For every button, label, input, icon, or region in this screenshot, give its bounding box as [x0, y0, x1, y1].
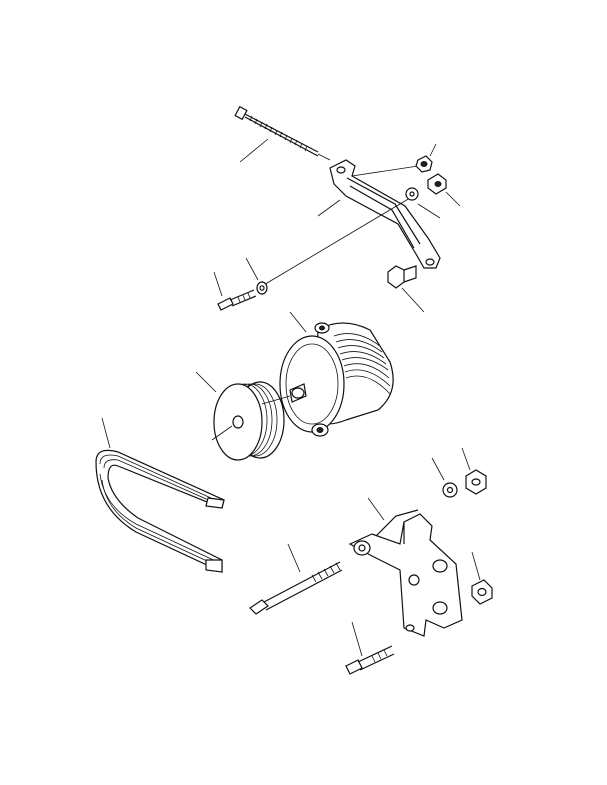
leader-lower-nut: [461, 447, 471, 471]
leader-mounting-bracket: [367, 497, 385, 521]
hex-cap-screw-right: [387, 265, 417, 289]
small-washer-left: [256, 281, 268, 295]
adjusting-bolt: [234, 105, 331, 161]
pulley: [213, 381, 291, 461]
leader-bushing: [471, 551, 481, 581]
bracket-bushing: [471, 579, 493, 605]
leader-small-bolt: [213, 271, 223, 297]
leader-pulley-hub: [211, 425, 233, 441]
leader-belt: [101, 417, 111, 449]
lower-bolt-long: [249, 561, 343, 615]
upper-nut: [415, 155, 433, 173]
small-bolt-left: [217, 289, 257, 311]
leader-bolt-top: [239, 138, 269, 163]
lower-washer: [442, 482, 458, 498]
lower-nut: [465, 469, 487, 495]
washer-upper: [405, 187, 419, 201]
leader-upper-nut: [429, 143, 437, 157]
alignment-line-1: [351, 165, 419, 177]
leader-pulley: [195, 371, 217, 393]
leader-small-washer: [245, 257, 259, 281]
spacer-bushing: [427, 173, 447, 195]
leader-short-bolt: [351, 621, 363, 657]
leader-alternator: [289, 311, 307, 333]
lower-bolt-short: [345, 645, 395, 675]
leader-hex-screw: [401, 287, 425, 313]
leader-long-bolt: [287, 543, 301, 573]
leader-bracket: [317, 199, 341, 217]
adjusting-bracket: [329, 159, 441, 269]
leader-spacer: [445, 191, 461, 207]
drive-belt: [95, 449, 225, 573]
alternator: [279, 322, 394, 437]
leader-washer-upper: [417, 203, 441, 219]
alignment-line-2: [261, 197, 411, 287]
mounting-bracket: [348, 509, 463, 637]
leader-lower-washer: [431, 457, 445, 481]
